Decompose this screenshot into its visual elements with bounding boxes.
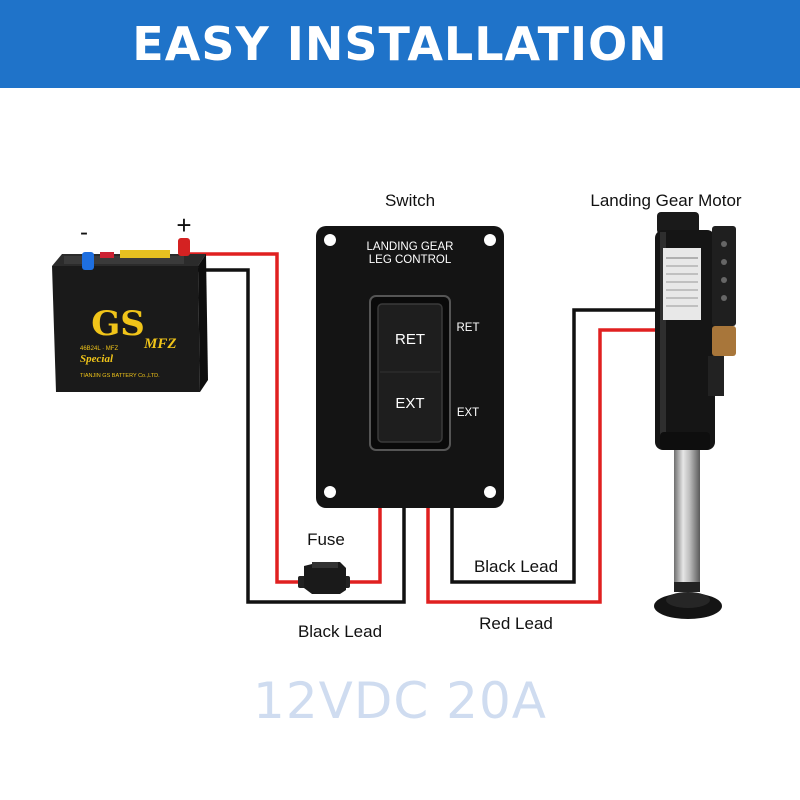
- switch-label: Switch: [385, 191, 435, 210]
- wires: [90, 252, 668, 604]
- voltage-rating: 12VDC 20A: [253, 672, 547, 730]
- black-lead-battery-label: Black Lead: [298, 622, 382, 641]
- screw-hole: [484, 486, 496, 498]
- red-lead-label: Red Lead: [479, 614, 553, 633]
- battery-brand: GS: [91, 304, 145, 344]
- screw-hole: [484, 234, 496, 246]
- negative-symbol: -: [80, 219, 88, 246]
- fuse-label: Fuse: [307, 530, 345, 549]
- landing-gear-motor: [654, 212, 736, 619]
- rocker-ret-label: RET: [395, 331, 425, 348]
- red-wire-fuse-to-switch: [348, 508, 382, 584]
- side-ret-label: RET: [457, 322, 480, 334]
- red-lead-switch-to-motor: [426, 328, 668, 604]
- side-ext-label: EXT: [457, 407, 479, 419]
- banner-title: EASY INSTALLATION: [132, 17, 668, 71]
- black-lead-switch-to-motor: [450, 308, 668, 584]
- battery-series-right: MFZ: [143, 336, 177, 352]
- motor-label: Landing Gear Motor: [590, 191, 742, 210]
- motor-label-plate: [663, 248, 701, 320]
- header-banner: EASY INSTALLATION: [0, 0, 800, 88]
- black-lead-motor-label: Black Lead: [474, 557, 558, 576]
- red-wire-battery-to-fuse: [185, 252, 300, 584]
- battery-series-left: Special: [80, 353, 114, 365]
- battery-maker: TIANJIN GS BATTERY Co.,LTD.: [80, 373, 160, 379]
- screw-hole: [324, 234, 336, 246]
- switch-plate: LANDING GEAR LEG CONTROL RET EXT RET EXT: [316, 226, 504, 508]
- screw-hole: [324, 486, 336, 498]
- negative-terminal: [82, 252, 94, 270]
- plate-line2: LEG CONTROL: [369, 254, 452, 266]
- battery-model: 46B24L · MFZ: [80, 346, 118, 352]
- rocker-switch[interactable]: [377, 303, 443, 443]
- rocker-ext-label: EXT: [395, 395, 424, 412]
- battery: GS 46B24L · MFZ Special MFZ TIANJIN GS B…: [52, 238, 208, 392]
- plate-line1: LANDING GEAR: [367, 241, 454, 253]
- positive-symbol: +: [176, 210, 191, 240]
- positive-terminal: [178, 238, 190, 256]
- fuse-holder: [298, 562, 350, 594]
